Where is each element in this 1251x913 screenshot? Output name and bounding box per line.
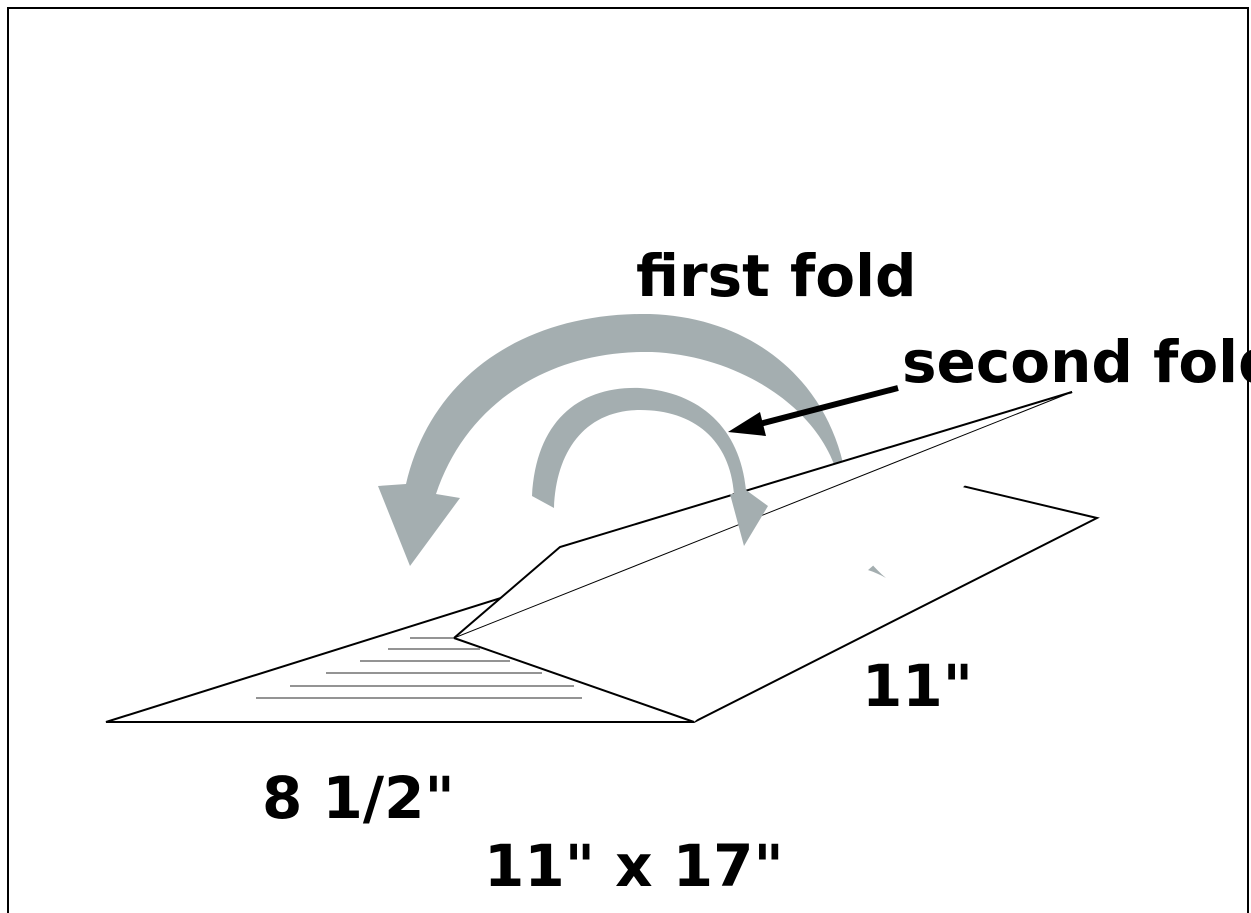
flap-bottom-edge — [453, 637, 695, 723]
second-fold-pointer-head — [728, 412, 766, 436]
second-fold-label: second fold — [902, 328, 1251, 396]
first-fold-label: first fold — [636, 242, 917, 310]
flap-outline — [453, 391, 1073, 639]
side-11-label: 11" — [862, 652, 973, 720]
diagram-border — [7, 7, 1249, 913]
sheet-text-lines — [256, 637, 582, 699]
second-fold-arrow — [532, 387, 768, 546]
second-fold-crease — [453, 391, 1073, 639]
second-fold-pointer-line — [751, 385, 899, 429]
sheet-size-label: 11" x 17" — [484, 832, 784, 900]
sheet-folded-flap — [454, 392, 1072, 722]
first-fold-arrow — [378, 313, 886, 578]
side-8-5-label: 8 1/2" — [262, 764, 455, 832]
